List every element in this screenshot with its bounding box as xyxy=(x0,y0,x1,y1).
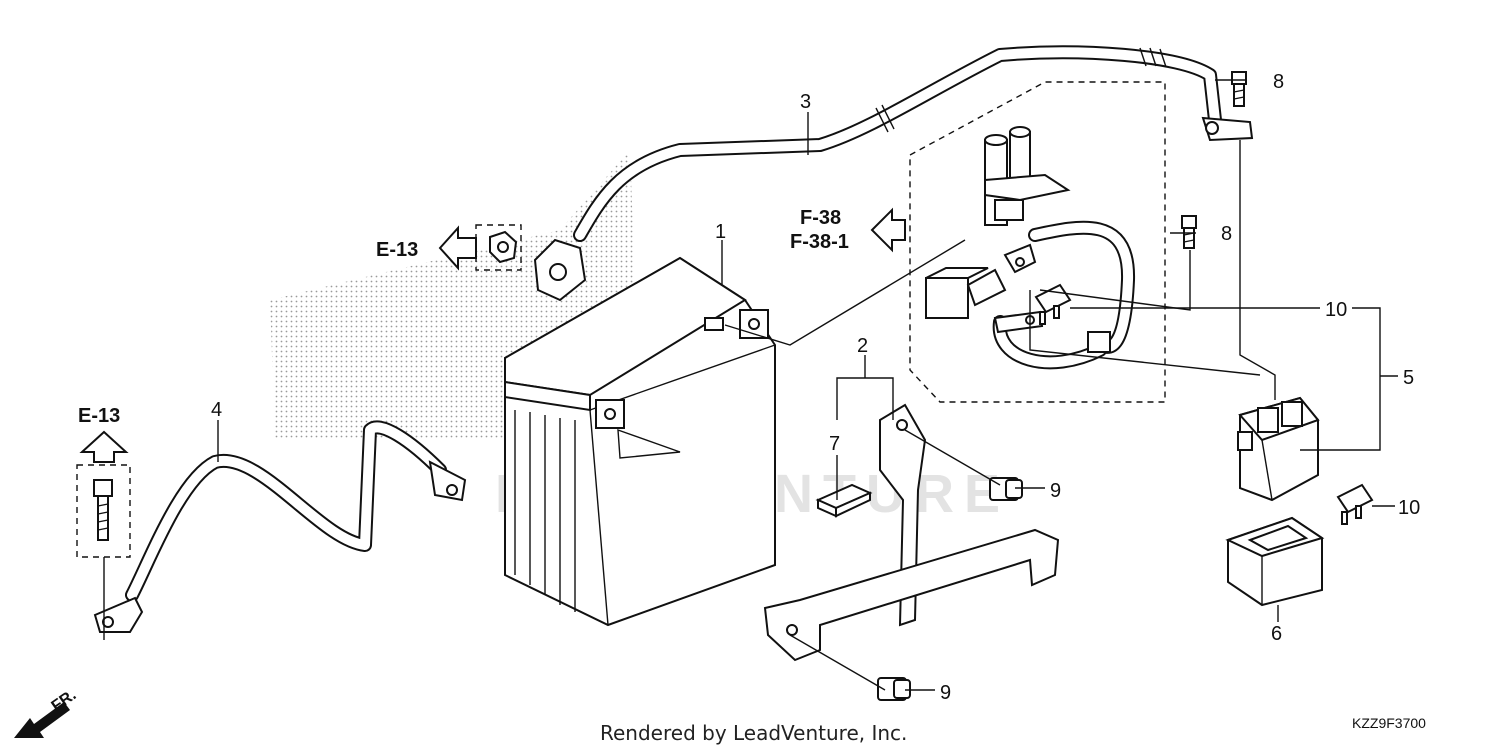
callout-flange-bolt-upper: 9 xyxy=(1050,480,1061,502)
ref-e13-top[interactable]: E-13 xyxy=(78,405,129,463)
svg-text:E-13: E-13 xyxy=(78,405,120,427)
fuse-lower[interactable] xyxy=(1336,483,1374,525)
screw-middle[interactable] xyxy=(1181,215,1197,249)
fuse-upper[interactable] xyxy=(1034,283,1072,325)
ref-e13-left[interactable]: E-13 xyxy=(376,225,477,271)
leader-lines xyxy=(217,79,1398,691)
relay-cover[interactable] xyxy=(1225,516,1325,607)
diagram-code: KZZ9F3700 xyxy=(1352,715,1426,731)
callout-rubber-pad: 7 xyxy=(829,433,840,455)
flange-bolt-lower[interactable] xyxy=(877,677,911,701)
svg-text:E-13: E-13 xyxy=(376,239,418,261)
connector-holder[interactable] xyxy=(984,126,1071,226)
rubber-pad[interactable] xyxy=(815,483,873,518)
callout-positive-cable: 3 xyxy=(800,91,811,113)
callout-battery: 1 xyxy=(715,221,726,243)
relay-leads[interactable] xyxy=(925,220,1136,370)
footer-credit: Rendered by LeadVenture, Inc. xyxy=(600,721,907,745)
callout-bracket-set: 2 xyxy=(857,335,868,357)
front-arrow: FR. xyxy=(14,687,79,738)
mount-bolt[interactable] xyxy=(76,464,131,640)
battery-stay[interactable] xyxy=(763,528,1060,662)
callout-relay-cover: 6 xyxy=(1271,623,1282,645)
battery[interactable] xyxy=(504,256,776,627)
ground-cable[interactable] xyxy=(93,420,467,633)
callout-fuse-upper: 10 xyxy=(1325,299,1347,321)
callout-ground-cable: 4 xyxy=(211,399,222,421)
svg-text:F-38: F-38 xyxy=(800,207,841,229)
callout-fuse-lower: 10 xyxy=(1398,497,1420,519)
ref-f38[interactable]: F-38 F-38-1 xyxy=(790,207,906,253)
screw-top[interactable] xyxy=(1231,71,1247,107)
starter-relay[interactable] xyxy=(1237,396,1320,502)
callout-starter-relay: 5 xyxy=(1403,367,1414,389)
callout-flange-bolt-lower: 9 xyxy=(940,682,951,704)
relay-box-outline xyxy=(909,81,1166,403)
callout-screw-top: 8 xyxy=(1273,71,1284,93)
callout-screw-middle: 8 xyxy=(1221,223,1232,245)
svg-text:F-38-1: F-38-1 xyxy=(790,231,849,253)
positive-cable[interactable] xyxy=(533,45,1254,302)
